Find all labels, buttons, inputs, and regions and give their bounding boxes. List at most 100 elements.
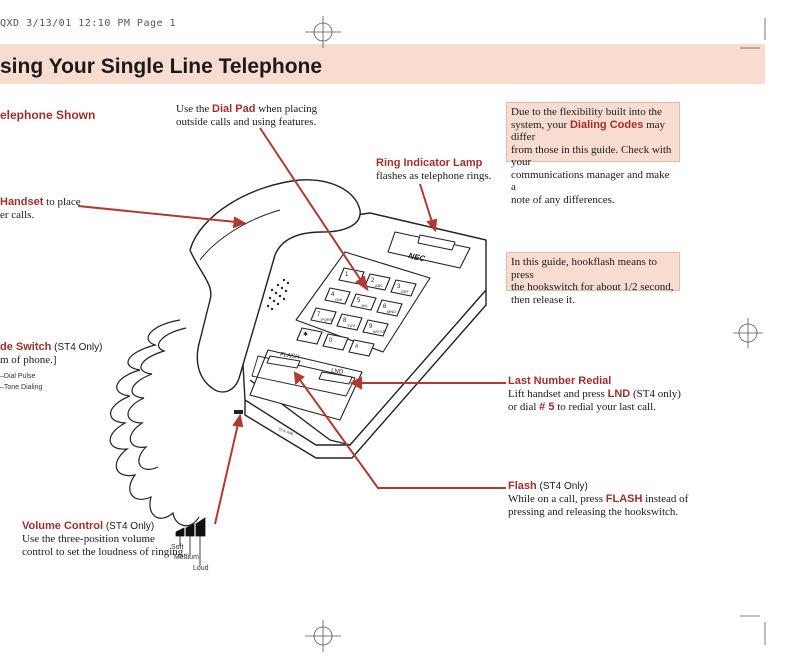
lnd-term: LND <box>607 388 631 400</box>
volume-level-soft: Soft <box>171 544 184 551</box>
dial-key-face <box>362 319 389 337</box>
flash-qualifier: (ST4 Only) <box>536 481 588 492</box>
handset-term: Handset <box>0 196 44 208</box>
dial-key-digit: 2 <box>371 278 375 284</box>
volume-term: Volume Control <box>22 520 104 532</box>
lnd-key <box>318 371 353 385</box>
dial-key-letters: WXYZ <box>373 329 385 334</box>
dial-key-face <box>296 327 323 345</box>
handset-callout: Handset to place er calls. <box>0 196 81 222</box>
dial-key-face <box>364 273 391 291</box>
dial-key-digit: ✱ <box>303 331 308 338</box>
volume-level-loud: Loud <box>193 565 209 572</box>
dial-key-digit: 6 <box>383 304 387 310</box>
mode-switch-qualifier: (ST4 Only) <box>51 342 103 353</box>
mode-option-tone: –Tone Dialing <box>0 384 43 391</box>
dial-key-digit: 5 <box>357 298 361 304</box>
dial-key-face <box>350 293 377 311</box>
flash-term: Flash <box>508 480 537 492</box>
lnr-term: Last Number Redial <box>508 375 612 387</box>
printer-slug: QXD 3/13/01 12:10 PM Page 1 <box>0 18 177 29</box>
dial-pad-term: Dial Pad <box>212 103 256 115</box>
volume-line: control to set the loudness of ringing. <box>22 546 187 558</box>
flash-key-term: FLASH <box>605 493 643 505</box>
dial-pad-line2: outside calls and using features. <box>176 116 317 128</box>
dial-key-digit: 3 <box>397 284 401 290</box>
dial-key-letters: JKL <box>361 303 369 308</box>
ring-lamp-term: Ring Indicator Lamp <box>376 157 483 169</box>
dial-pad-pre: Use the <box>176 103 213 115</box>
dial-key-digit: 8 <box>343 318 347 324</box>
flash-line: While on a call, press <box>508 493 606 505</box>
flash-key <box>266 355 301 369</box>
dial-key-face <box>336 313 363 331</box>
lnr-line: Lift handset and press <box>508 388 608 400</box>
page-title: sing Your Single Line Telephone <box>0 55 323 78</box>
dial-key-letters: DEF <box>401 289 410 294</box>
volume-callout: Volume Control (ST4 Only) Use the three-… <box>22 520 186 559</box>
flash-line: instead of <box>642 493 689 505</box>
dial-key-face <box>324 287 351 305</box>
flash-key-label: FLASH <box>280 352 300 361</box>
dial-key: # <box>348 339 375 357</box>
note-line: communications manager and make a <box>511 168 670 194</box>
lnr-callout: Last Number Redial Lift handset and pres… <box>508 375 681 414</box>
dial-key-digit: 1 <box>345 272 349 278</box>
note-line: In this guide, hookflash means to press <box>511 256 658 281</box>
dial-key-face <box>376 299 403 317</box>
dialing-codes-term: Dialing Codes <box>569 118 644 131</box>
dial-key-face <box>348 339 375 357</box>
dial-key-letters: MNO <box>387 309 396 314</box>
dial-key-digit: # <box>355 344 359 350</box>
dial-key-digit: 9 <box>369 324 373 330</box>
redial-code-term: # 5 <box>539 401 555 413</box>
volume-level-icon <box>175 517 206 566</box>
handset <box>189 179 361 393</box>
registration-marks <box>305 16 766 652</box>
dial-key-letters: TUV <box>347 323 355 328</box>
dial-key: 0 <box>322 333 349 351</box>
hookflash-note: In this guide, hookflash means to press … <box>506 252 680 306</box>
dial-key-digit: 4 <box>331 292 335 298</box>
volume-qualifier: (ST4 Only) <box>103 521 155 532</box>
volume-level-medium: Medium <box>174 554 199 561</box>
volume-switch <box>234 410 243 414</box>
dial-pad-post: when placing <box>255 103 318 115</box>
note-line: Due to the flexibility built into the <box>511 106 662 118</box>
lnr-line: to redial your last call. <box>554 401 656 413</box>
mode-switch-term: de Switch <box>0 341 52 353</box>
lnr-line: or dial <box>508 401 540 413</box>
note-line: then release it. <box>511 293 575 306</box>
title-banner <box>0 44 765 84</box>
dial-key: ✱ <box>296 327 323 345</box>
nec-logo: NEC <box>408 251 427 263</box>
volume-line: Use the three-position volume <box>22 533 155 545</box>
dial-key-letters: GHI <box>335 297 342 302</box>
dial-key-letters: PQRS <box>321 317 333 322</box>
dial-pad-callout: Use the Dial Pad when placing outside ca… <box>176 103 317 129</box>
dial-key-digit: 7 <box>317 312 321 318</box>
flash-callout: Flash (ST4 Only) While on a call, press … <box>508 480 688 519</box>
flash-line: pressing and releasing the hookswitch. <box>508 506 679 518</box>
dial-key-face <box>310 307 337 325</box>
function-keys: FLASH LND <box>266 352 353 385</box>
note-line: the hookswitch for about 1/2 second, <box>511 281 674 293</box>
note-line: from those in this guide. Check with you… <box>511 143 672 169</box>
ring-lamp-callout: Ring Indicator Lamp flashes as telephone… <box>376 157 491 183</box>
mode-switch-line2: m of phone.] <box>0 354 57 366</box>
dialing-codes-note: Due to the flexibility built into the sy… <box>506 102 680 206</box>
callout-arrows <box>77 127 506 525</box>
mode-switch-callout: de Switch (ST4 Only) m of phone.] <box>0 341 102 367</box>
handset-line2: er calls. <box>0 209 35 221</box>
section-heading: elephone Shown <box>0 108 96 122</box>
dial-key-face <box>390 279 417 297</box>
